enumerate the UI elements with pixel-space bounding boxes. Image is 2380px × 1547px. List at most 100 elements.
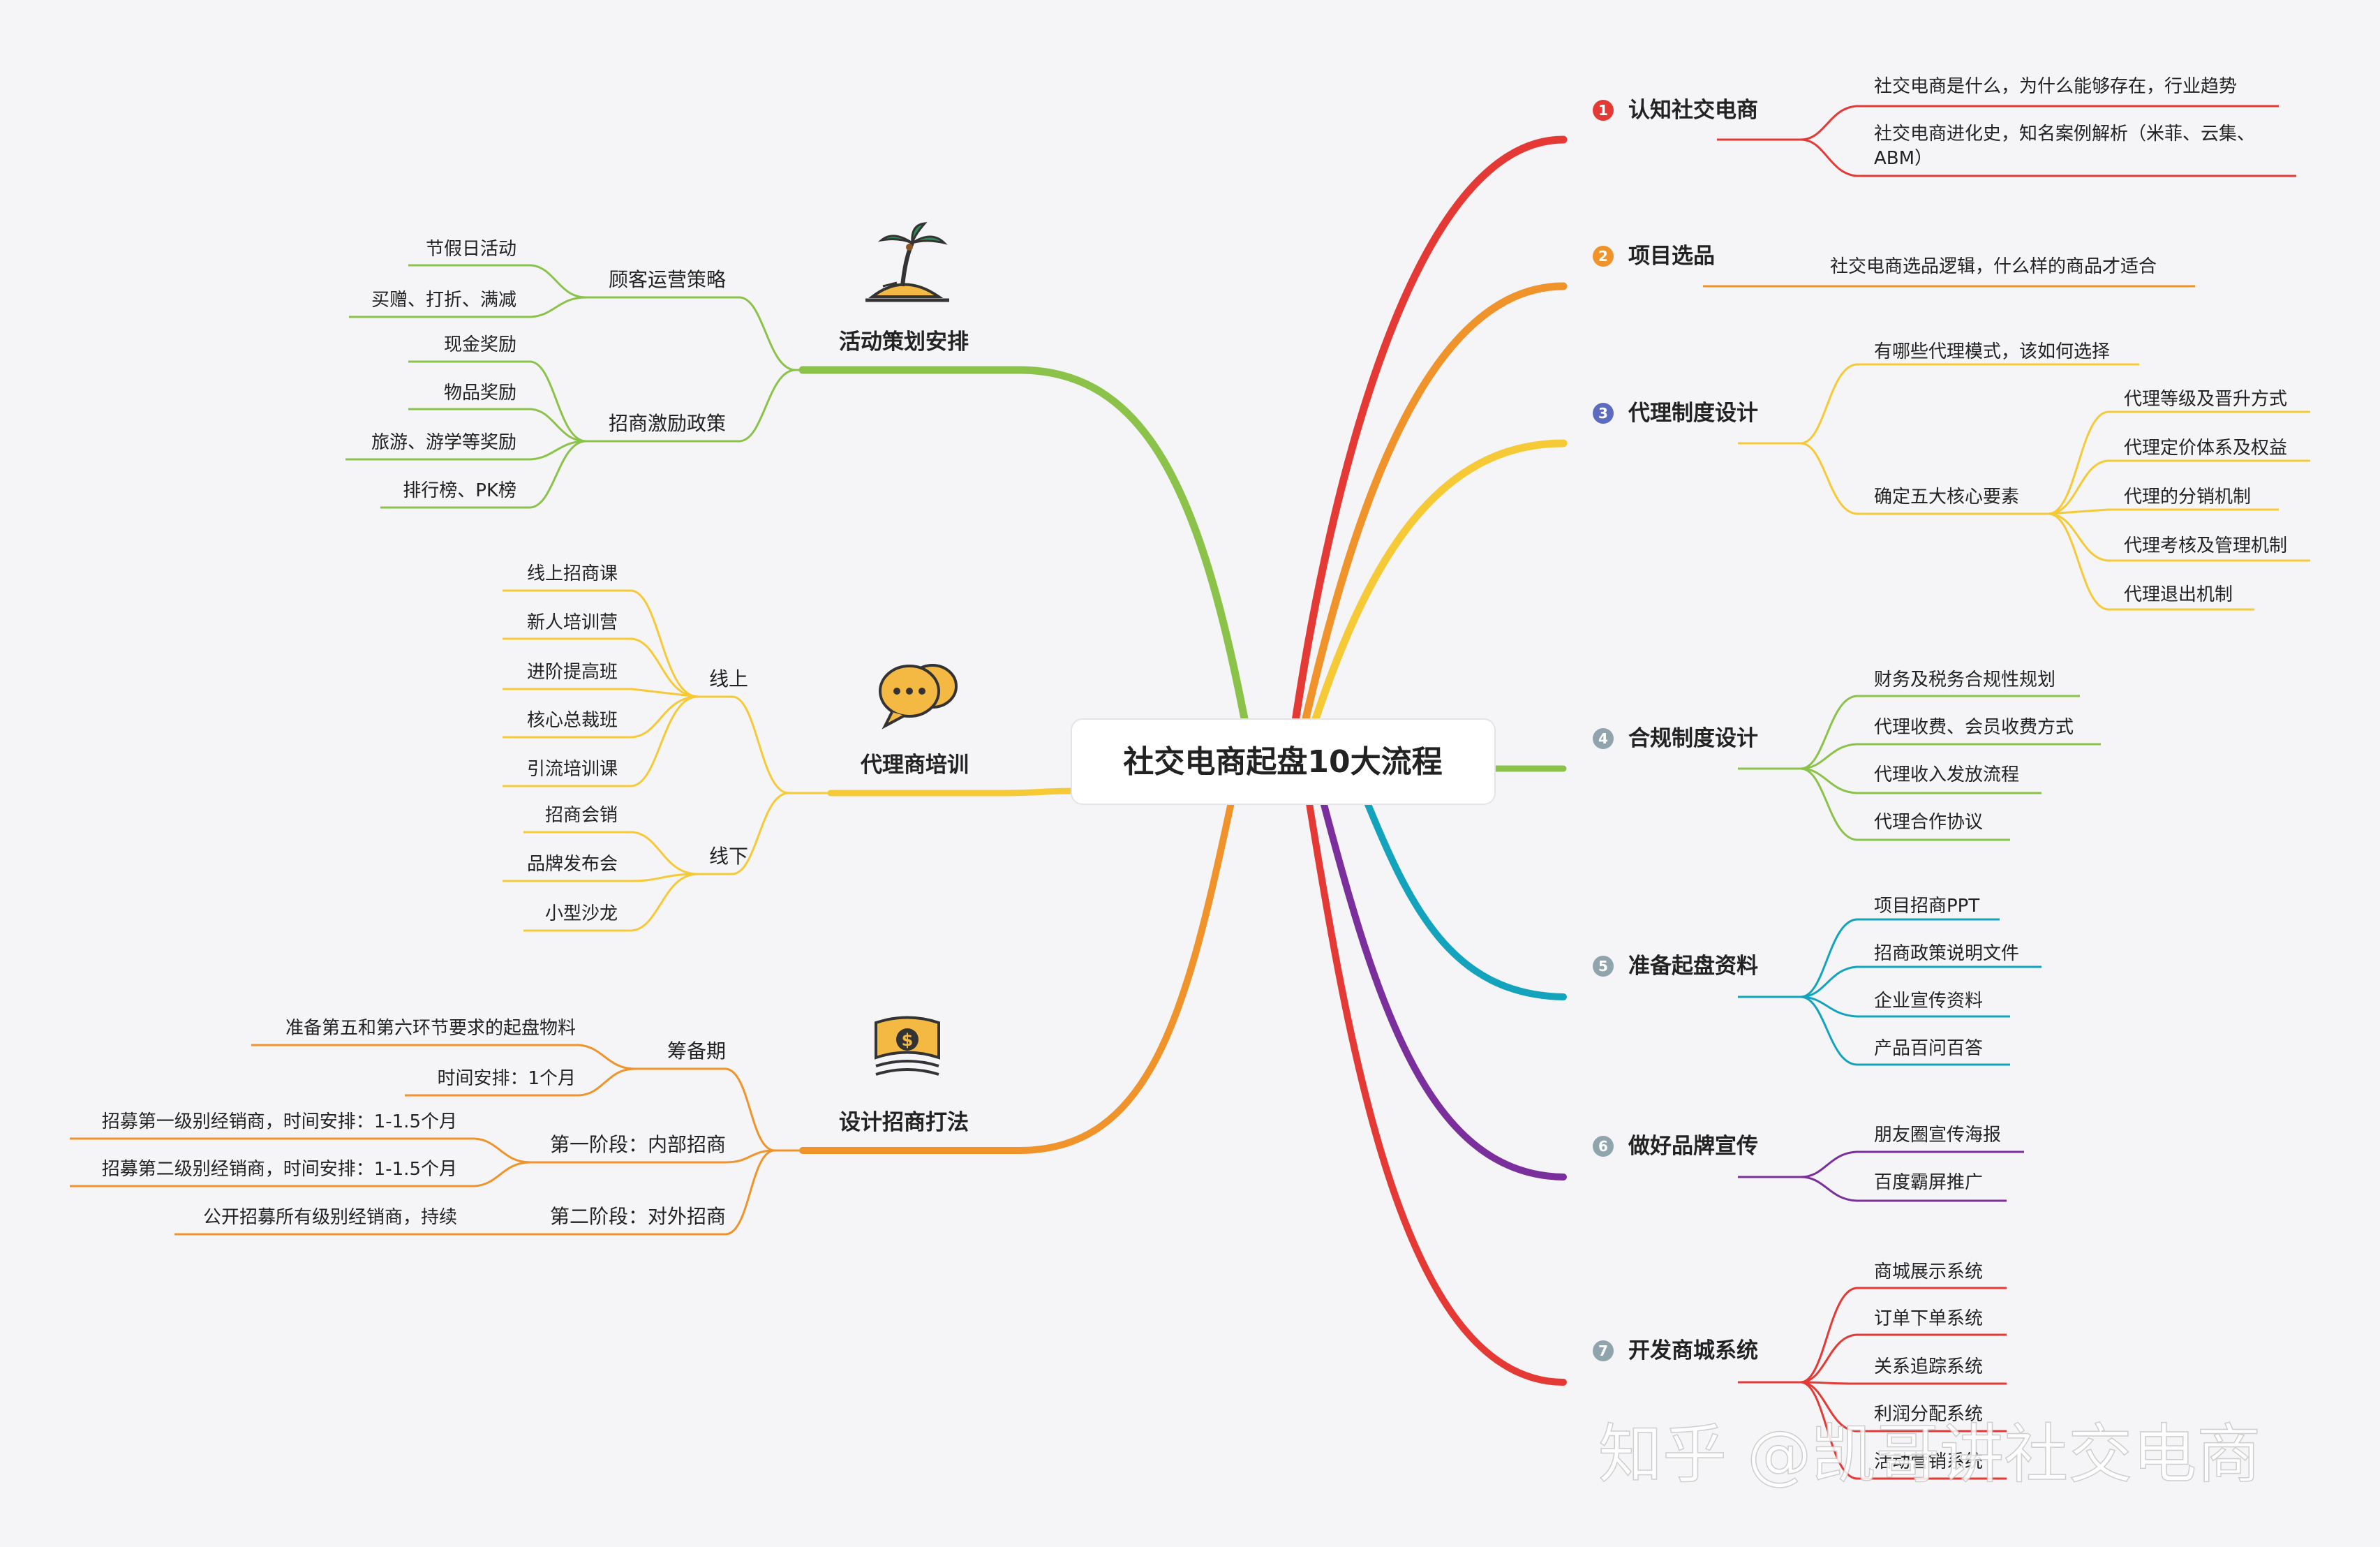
- leaf: 小型沙龙: [545, 903, 618, 924]
- svg-text:2: 2: [1598, 248, 1608, 265]
- branch-title-7: 开发商城系统: [1628, 1338, 1758, 1363]
- branch-curve-3: [1308, 439, 1568, 734]
- leaf: 百度霸屏推广: [1874, 1172, 1983, 1193]
- leaf: 公开招募所有级别经销商，持续: [203, 1207, 457, 1228]
- branch-2: 2 项目选品: [1593, 244, 1715, 269]
- leaf: 代理等级及晋升方式: [2124, 389, 2287, 410]
- leaf: 关系追踪系统: [1874, 1356, 1983, 1377]
- branch-title-2: 项目选品: [1628, 244, 1715, 269]
- leaf: 代理退出机制: [2124, 584, 2233, 605]
- sub-branch-label: 筹备期: [667, 1039, 726, 1063]
- leaf: 有哪些代理模式，该如何选择: [1874, 341, 2110, 362]
- leaf: 招商会销: [545, 805, 618, 826]
- leaf: 确定五大核心要素: [1874, 487, 2019, 508]
- leaf: 招募第一级别经销商，时间安排：1-1.5个月: [102, 1111, 457, 1132]
- leaf: 代理考核及管理机制: [2124, 535, 2287, 556]
- branch-curve-5: [1361, 792, 1567, 1000]
- leaf: 社交电商进化史，知名案例解析（米菲、云集、: [1874, 124, 2255, 145]
- branch-4: 4 合规制度设计: [1593, 726, 1758, 751]
- leaf: 利润分配系统: [1874, 1404, 1983, 1425]
- leaf: 准备第五和第六环节要求的起盘物料: [285, 1018, 576, 1039]
- svg-text:5: 5: [1598, 958, 1608, 975]
- leaf: 订单下单系统: [1874, 1308, 1983, 1329]
- leaf: 旅游、游学等奖励: [371, 432, 516, 453]
- sub-branch-label: 线下: [709, 845, 748, 868]
- branch-title-activity: 活动策划安排: [839, 330, 969, 355]
- leaf: 物品奖励: [444, 383, 516, 404]
- leaf: 代理收费、会员收费方式: [1874, 717, 2074, 738]
- branch-curve-7: [1305, 796, 1567, 1386]
- leaf: 产品百问百答: [1874, 1038, 1983, 1059]
- number-badge-icon: [1593, 1340, 1614, 1361]
- branch-curve-2: [1300, 282, 1568, 732]
- svg-text:1: 1: [1598, 102, 1608, 119]
- leaf: 商城展示系统: [1874, 1261, 1983, 1282]
- branch-curve-design: [799, 796, 1235, 1154]
- leaf: 时间安排：1个月: [437, 1068, 576, 1089]
- leaf: 财务及税务合规性规划: [1874, 669, 2055, 690]
- number-badge-icon: [1593, 956, 1614, 977]
- sub-branch-label: 招商激励政策: [609, 412, 726, 435]
- svg-text:7: 7: [1598, 1342, 1608, 1359]
- leaf: 代理的分销机制: [2124, 487, 2251, 508]
- svg-text:3: 3: [1598, 405, 1608, 422]
- svg-text:$: $: [902, 1030, 914, 1050]
- branch-curve-training: [827, 787, 1078, 797]
- branch-title-5: 准备起盘资料: [1628, 954, 1758, 979]
- branch-7: 7 开发商城系统: [1593, 1338, 1758, 1363]
- leaf: 引流培训课: [527, 759, 618, 780]
- number-badge-icon: [1593, 728, 1614, 749]
- sub-branch-label: 第二阶段：对外招商: [550, 1205, 726, 1228]
- money-bill-icon: $: [875, 1016, 940, 1076]
- number-badge-icon: [1593, 246, 1614, 267]
- watermark: 知乎 @凯哥讲社交电商: [1598, 1417, 2261, 1492]
- svg-text:6: 6: [1598, 1138, 1608, 1155]
- branch-curve-1: [1291, 135, 1568, 730]
- branch-title-1: 认知社交电商: [1628, 98, 1758, 123]
- leaf: 社交电商是什么，为什么能够存在，行业趋势: [1874, 76, 2237, 97]
- leaf: 核心总裁班: [527, 710, 618, 731]
- leaf: 活动营销系统: [1874, 1451, 1983, 1472]
- leaf: 招商政策说明文件: [1874, 943, 2019, 964]
- leaf: 节假日活动: [426, 239, 516, 260]
- branch-title-training: 代理商培训: [860, 753, 969, 778]
- branch-curve-activity: [798, 366, 1250, 730]
- branch-5: 5 准备起盘资料: [1593, 954, 1758, 979]
- chat-bubbles-icon: [879, 664, 958, 730]
- number-badge-icon: [1593, 1136, 1614, 1157]
- branch-6: 6 做好品牌宣传: [1593, 1134, 1758, 1159]
- leaf: 新人培训营: [527, 612, 618, 633]
- leaf: 排行榜、PK榜: [403, 480, 516, 501]
- leaf: 代理定价体系及权益: [2124, 438, 2287, 459]
- branch-curve-6: [1319, 796, 1567, 1180]
- leaf: 社交电商选品逻辑，什么样的商品才适合: [1830, 256, 2157, 277]
- branch-title-6: 做好品牌宣传: [1628, 1134, 1758, 1159]
- leaf: ABM）: [1874, 148, 1933, 169]
- sub-branch-label: 顾客运营策略: [609, 268, 726, 291]
- root-title: 社交电商起盘10大流程: [1123, 744, 1442, 780]
- leaf: 现金奖励: [444, 334, 516, 355]
- branch-title-3: 代理制度设计: [1628, 401, 1758, 426]
- branch-title-4: 合规制度设计: [1628, 726, 1758, 751]
- number-badge-icon: [1593, 100, 1614, 121]
- branch-title-design: 设计招商打法: [839, 1110, 969, 1135]
- sub-branch-label: 线上: [709, 667, 748, 690]
- root-node: 社交电商起盘10大流程: [1071, 718, 1496, 805]
- leaf: 代理合作协议: [1874, 812, 1983, 833]
- leaf: 代理收入发放流程: [1874, 764, 2019, 785]
- leaf: 企业宣传资料: [1874, 991, 1983, 1012]
- branch-1: 1 认知社交电商: [1593, 98, 1758, 123]
- svg-text:4: 4: [1598, 730, 1608, 747]
- leaf: 招募第二级别经销商，时间安排：1-1.5个月: [102, 1159, 457, 1180]
- leaf: 朋友圈宣传海报: [1874, 1125, 2001, 1146]
- leaf: 进阶提高班: [527, 662, 618, 683]
- leaf: 线上招商课: [527, 563, 618, 584]
- leaf: 项目招商PPT: [1874, 896, 1979, 917]
- island-palm-icon: [865, 222, 949, 302]
- leaf: 品牌发布会: [527, 854, 618, 875]
- sub-branch-label: 第一阶段：内部招商: [550, 1133, 726, 1156]
- number-badge-icon: [1593, 403, 1614, 424]
- leaf: 买赠、打折、满减: [371, 290, 516, 311]
